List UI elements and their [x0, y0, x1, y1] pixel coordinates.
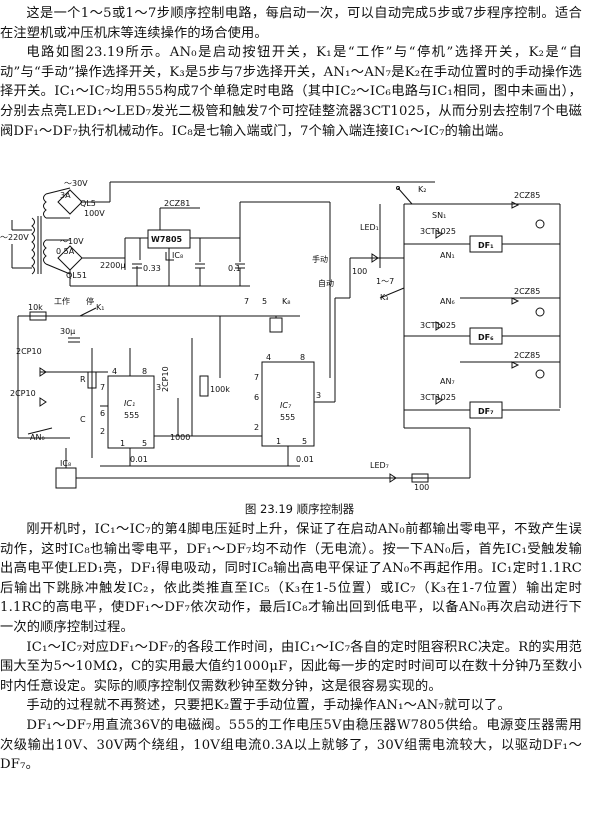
pin-4: 4 — [266, 353, 271, 362]
label-scr1: 3CT1025 — [420, 227, 456, 236]
label-work: 工作 — [54, 296, 70, 306]
label-k3: K₃ — [380, 293, 388, 302]
label-led7: LED₇ — [370, 461, 389, 470]
label-r100k: 100k — [210, 385, 230, 394]
pin-7: 7 — [100, 383, 105, 392]
label-ic7-555: 555 — [280, 413, 295, 422]
label-c30: 30μ — [60, 327, 75, 336]
label-regulator: W7805 — [151, 235, 183, 244]
pin-2: 2 — [100, 427, 105, 436]
label-led1: LED₁ — [360, 223, 379, 232]
label-zc6: 2CZ85 — [514, 287, 540, 296]
label-ql5: QL5 — [80, 199, 96, 208]
label-an6: AN₆ — [440, 297, 455, 306]
pin-1: 1 — [120, 439, 125, 448]
pin-3: 3 — [316, 391, 321, 400]
label-k8: K₈ — [282, 297, 290, 306]
label-a3: 3A — [60, 191, 71, 200]
paragraph: 刚开机时，IC₁～IC₇的第4脚电压延时上升，保证了在启动AN₀前都输出零电平，… — [0, 522, 582, 635]
label-df6: DF₆ — [478, 333, 494, 342]
label-sn1: SN₁ — [432, 211, 446, 220]
circuit-diagram: ～30V 3A QL5 100V ～220V ～10V 0.5A QL51 2C… — [0, 179, 561, 492]
label-diode-c: 2CP10 — [161, 366, 170, 392]
label-diode-b: 2CP10 — [10, 389, 36, 398]
label-k1: K₁ — [96, 303, 104, 312]
label-v30: ～30V — [64, 179, 88, 188]
pin-4: 4 — [112, 367, 117, 376]
label-auto: 自动 — [318, 278, 334, 288]
pin-5: 5 — [142, 439, 147, 448]
label-c01: 0.1 — [228, 264, 241, 273]
label-a05: 0.5A — [56, 247, 75, 256]
label-k3-range: 1～7 — [376, 277, 394, 286]
paragraph: 电路如图23.19所示。AN₀是启动按钮开关，K₁是“工作”与“停机”选择开关，… — [0, 45, 582, 139]
label-c: C — [80, 415, 86, 424]
label-stop: 停 — [86, 296, 94, 306]
label-v10: ～10V — [60, 237, 84, 246]
label-r100a: 100 — [352, 267, 367, 276]
pin-6: 6 — [100, 409, 105, 418]
explanation-text: 刚开机时，IC₁～IC₇的第4脚电压延时上升，保证了在启动AN₀前都输出零电平，… — [0, 520, 582, 775]
pin-8: 8 — [300, 353, 305, 362]
label-df7: DF₇ — [478, 407, 494, 416]
paragraph: 手动的过程就不再赘述，只要把K₂置于手动位置，手动操作AN₁～AN₇就可以了。 — [26, 698, 511, 714]
pin-2: 2 — [254, 423, 259, 432]
label-c001a: 0.01 — [130, 455, 148, 464]
label-manual: 手动 — [312, 254, 328, 264]
label-an1: AN₁ — [440, 251, 455, 260]
label-zc1: 2CZ85 — [514, 191, 540, 200]
label-an7: AN₇ — [440, 377, 455, 386]
label-zc7: 2CZ85 — [514, 351, 540, 360]
label-ic7: IC₇ — [280, 401, 292, 410]
pin-6: 6 — [254, 393, 259, 402]
circuit-figure: ～30V 3A QL5 100V ～220V ～10V 0.5A QL51 2C… — [0, 178, 599, 500]
paragraph: IC₁～IC₇对应DF₁～DF₇的各段工作时间，由IC₁～IC₇各自的定时阻容积… — [0, 639, 582, 694]
paragraph: DF₁～DF₇用直流36V的电磁阀。555的工作电压5V由稳压器W7805供给。… — [0, 717, 582, 773]
intro-text: 这是一个1～5或1～7步顺序控制电路，每启动一次，可以自动完成5步或7步程序控制… — [0, 4, 582, 141]
label-n7: 7 — [244, 297, 249, 306]
label-c033: 0.33 — [143, 264, 161, 273]
label-r100b: 100 — [414, 483, 429, 492]
label-zener: 2CZ81 — [164, 199, 190, 208]
pin-5: 5 — [302, 437, 307, 446]
label-c001b: 0.01 — [296, 455, 314, 464]
label-an0: AN₀ — [30, 433, 45, 442]
label-ql51: QL51 — [66, 271, 87, 280]
label-diode-a: 2CP10 — [16, 347, 42, 356]
label-c1000: 1000 — [170, 433, 190, 442]
label-scr6: 3CT1025 — [420, 321, 456, 330]
label-ic1: IC₁ — [124, 399, 135, 408]
label-ic8-bottom: IC₈ — [60, 459, 71, 468]
label-n5: 5 — [262, 297, 267, 306]
label-ic1-555: 555 — [124, 411, 139, 420]
pin-7: 7 — [254, 373, 259, 382]
label-r10k: 10k — [28, 303, 43, 312]
label-v220: ～220V — [0, 233, 29, 242]
pin-1: 1 — [276, 437, 281, 446]
figure-caption: 图 23.19 顺序控制器 — [244, 502, 355, 516]
label-df1: DF₁ — [478, 241, 494, 250]
label-cap2200: 2200μ — [100, 261, 125, 270]
pin-8: 8 — [142, 367, 147, 376]
label-k2: K₂ — [418, 185, 426, 194]
label-scr7: 3CT1025 — [420, 393, 456, 402]
paragraph: 这是一个1～5或1～7步顺序控制电路，每启动一次，可以自动完成5步或7步程序控制… — [0, 6, 582, 41]
label-r: R — [80, 375, 86, 384]
pin-3: 3 — [156, 383, 161, 392]
label-v100: 100V — [84, 209, 105, 218]
label-ic8-top: IC₈ — [172, 251, 183, 260]
